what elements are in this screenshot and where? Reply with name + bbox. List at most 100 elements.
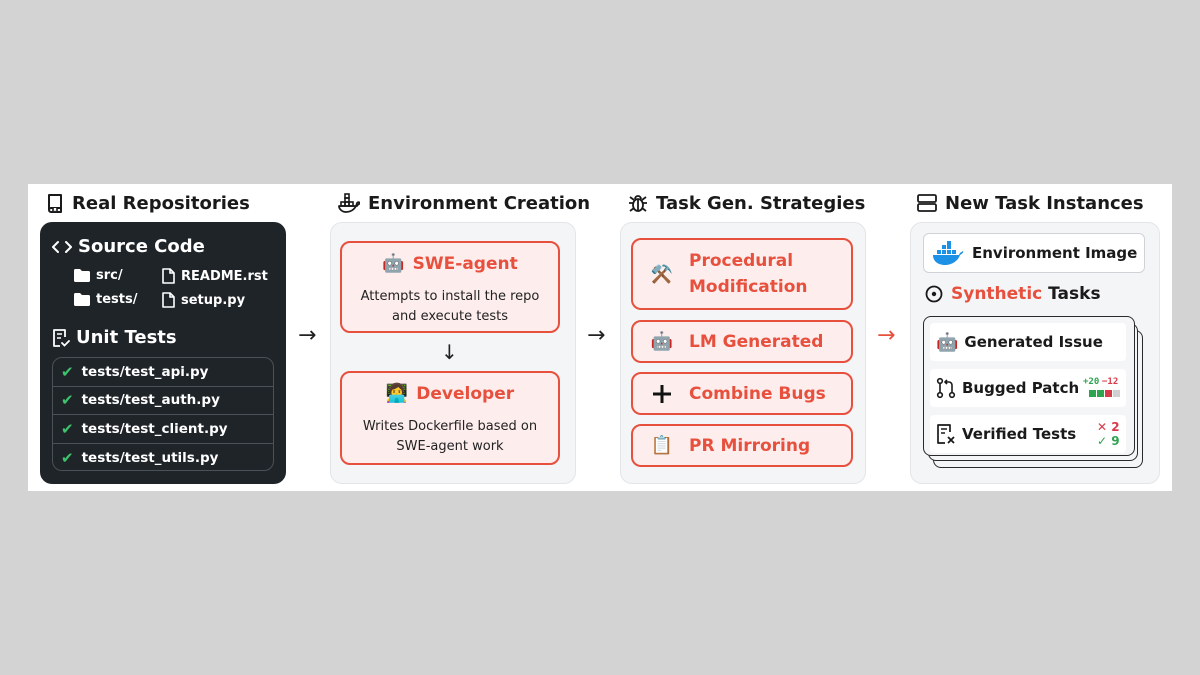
- file-name: tests/: [96, 292, 138, 307]
- robot-icon: 🤖: [650, 331, 674, 352]
- col-title-tasks: Task Gen. Strategies: [628, 191, 865, 215]
- verified-tests-label: Verified Tests: [962, 425, 1077, 443]
- developer-icon: 👩‍💻: [385, 383, 409, 404]
- robot-terminal-icon: 🤖: [382, 253, 405, 274]
- folder-icon: [74, 269, 90, 282]
- test-file-row: ✔ tests/test_auth.py: [53, 387, 273, 415]
- check-icon: ✔: [61, 362, 74, 381]
- file-icon: [162, 268, 175, 284]
- col-title-repos: Real Repositories: [46, 191, 250, 215]
- strategy-lm-generated: 🤖 LM Generated: [631, 320, 853, 363]
- file-item: README.rst: [162, 268, 268, 284]
- developer-desc: Writes Dockerfile based on SWE-agent wor…: [342, 417, 558, 457]
- file-name: setup.py: [181, 292, 246, 308]
- check-icon: ✔: [61, 391, 74, 410]
- plus-icon: [649, 383, 675, 405]
- bugged-patch-item: Bugged Patch: [930, 369, 1126, 407]
- unit-tests-label: Unit Tests: [76, 327, 177, 348]
- developer-desc-line: Writes Dockerfile based on: [362, 419, 538, 434]
- repo-box: [40, 222, 286, 484]
- check-icon: ✔: [61, 448, 74, 467]
- tests-fail-count: ✕ 2: [1097, 420, 1120, 434]
- test-file-name: tests/test_auth.py: [81, 392, 220, 409]
- diff-block-added: [1089, 390, 1096, 397]
- source-code-label: Source Code: [78, 236, 205, 257]
- tests-list: ✔ tests/test_api.py ✔ tests/test_auth.py ✔…: [52, 357, 274, 471]
- bug-icon: [629, 195, 647, 212]
- file-name: README.rst: [181, 268, 268, 284]
- checklist-icon: [53, 328, 70, 347]
- strategy-label: Procedural Modification: [689, 248, 807, 300]
- swe-agent-desc-line: Attempts to install the repo: [360, 289, 540, 304]
- strategy-combine-bugs: Combine Bugs: [631, 372, 853, 415]
- repo-icon: [48, 194, 62, 213]
- synthetic-highlight: Synthetic: [951, 284, 1043, 304]
- source-code-heading: Source Code: [52, 236, 205, 257]
- generated-issue-label: Generated Issue: [964, 333, 1103, 351]
- diff-block-removed: [1105, 390, 1112, 397]
- swe-agent-desc: Attempts to install the repo and execute…: [342, 287, 558, 327]
- diff-minus: −12: [1102, 377, 1119, 387]
- tools-icon: ⚒️: [650, 263, 674, 285]
- swe-agent-card: 🤖 SWE-agent Attempts to install the repo…: [340, 241, 560, 333]
- col-title-instances: New Task Instances: [917, 191, 1144, 215]
- code-icon: [52, 240, 72, 253]
- col-title-tasks-label: Task Gen. Strategies: [656, 192, 866, 214]
- file-item: setup.py: [162, 292, 245, 308]
- test-file-row: ✔tests/test_client.py: [53, 415, 273, 444]
- docker-icon: [338, 193, 360, 213]
- folder-icon: [74, 293, 90, 306]
- verified-tests-item: Verified Tests: [930, 415, 1126, 453]
- down-arrow: ↓: [441, 340, 458, 364]
- synthetic-suffix: Tasks: [1042, 284, 1101, 304]
- file-icon: [162, 292, 175, 308]
- test-file-name: tests/test_utils.py: [81, 449, 219, 466]
- strategy-label: LM Generated: [689, 331, 824, 352]
- unit-tests-heading: Unit Tests: [52, 327, 177, 348]
- col-title-env: Environment Creation: [338, 191, 590, 215]
- diff-block-neutral: [1113, 390, 1120, 397]
- developer-card: 👩‍💻 Developer Writes Dockerfile based on…: [340, 371, 560, 465]
- target-icon: [925, 285, 943, 303]
- flow-arrow: →: [298, 323, 317, 348]
- strategy-pr-mirroring: 📋 PR Mirroring: [631, 424, 853, 467]
- robot-icon: 🤖: [936, 331, 959, 353]
- test-file-name: tests/test_client.py: [81, 420, 228, 437]
- developer-desc-line: SWE-agent work: [396, 439, 504, 454]
- docker-whale-icon: [933, 241, 964, 265]
- environment-image: Environment Image: [923, 233, 1145, 273]
- developer-label: Developer: [416, 383, 515, 404]
- synthetic-tasks-heading: Synthetic Tasks: [925, 284, 1101, 304]
- strategy-procedural: ⚒️ Procedural Modification: [631, 238, 853, 310]
- test-file-row: ✔ tests/test_utils.py: [53, 444, 273, 471]
- col-title-instances-label: New Task Instances: [945, 192, 1144, 214]
- bugged-patch-label: Bugged Patch: [962, 379, 1080, 397]
- test-file-x-icon: [937, 424, 955, 444]
- strategy-label-line: Procedural: [689, 251, 794, 271]
- environment-image-label: Environment Image: [972, 244, 1138, 262]
- file-item: tests/: [74, 292, 137, 307]
- file-item: src/: [74, 268, 123, 283]
- swe-agent-title: 🤖 SWE-agent: [342, 253, 558, 274]
- flow-arrow: →: [587, 323, 606, 348]
- tests-pass-count: ✓ 9: [1097, 434, 1120, 448]
- generated-issue-item: 🤖 Generated Issue: [930, 323, 1126, 361]
- diff-block-added: [1097, 390, 1104, 397]
- developer-title: 👩‍💻 Developer: [342, 383, 558, 404]
- diff-bar: [1089, 390, 1120, 397]
- col-title-repos-label: Real Repositories: [72, 192, 250, 214]
- swe-agent-label: SWE-agent: [412, 253, 518, 274]
- flow-arrow-red: →: [877, 323, 896, 348]
- test-file-name: tests/test_api.py: [81, 363, 209, 380]
- strategy-label-line: Modification: [689, 277, 808, 297]
- col-title-env-label: Environment Creation: [368, 192, 591, 214]
- git-pull-request-icon: [936, 377, 956, 399]
- server-icon: [917, 194, 937, 212]
- strategy-label: PR Mirroring: [689, 435, 811, 456]
- strategy-label: Combine Bugs: [689, 383, 826, 404]
- file-name: src/: [96, 268, 123, 283]
- swe-agent-desc-line: and execute tests: [391, 309, 508, 324]
- diff-plus: +20: [1083, 377, 1100, 387]
- clipboard-icon: 📋: [650, 435, 674, 456]
- test-file-row: ✔ tests/test_api.py: [53, 358, 273, 387]
